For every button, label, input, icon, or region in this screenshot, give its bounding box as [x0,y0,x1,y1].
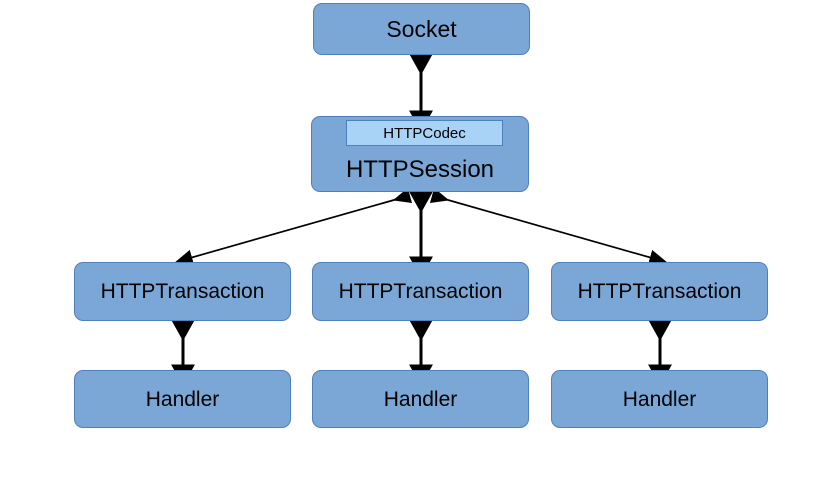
node-httptransaction-1[interactable]: HTTPTransaction [74,262,291,321]
node-handler-2[interactable]: Handler [312,370,529,428]
connector-session-to-transaction-left [174,187,413,265]
node-httptransaction-3[interactable]: HTTPTransaction [551,262,768,321]
node-httpsession[interactable]: HTTPCodec HTTPSession [311,116,529,192]
node-httpcodec[interactable]: HTTPCodec [346,120,503,146]
connector-session-to-transaction-right [429,187,668,265]
node-socket-label: Socket [386,15,457,42]
node-httptransaction-2-label: HTTPTransaction [338,280,503,303]
node-handler-1[interactable]: Handler [74,370,291,428]
node-httptransaction-2[interactable]: HTTPTransaction [312,262,529,321]
node-httptransaction-3-label: HTTPTransaction [577,280,742,303]
node-socket[interactable]: Socket [313,3,530,55]
node-handler-3[interactable]: Handler [551,370,768,428]
node-httpsession-label: HTTPSession [345,156,495,183]
node-handler-2-label: Handler [383,387,458,411]
node-httptransaction-1-label: HTTPTransaction [100,280,265,303]
node-httpcodec-label: HTTPCodec [383,124,466,142]
node-handler-1-label: Handler [145,387,220,411]
node-handler-3-label: Handler [622,387,697,411]
